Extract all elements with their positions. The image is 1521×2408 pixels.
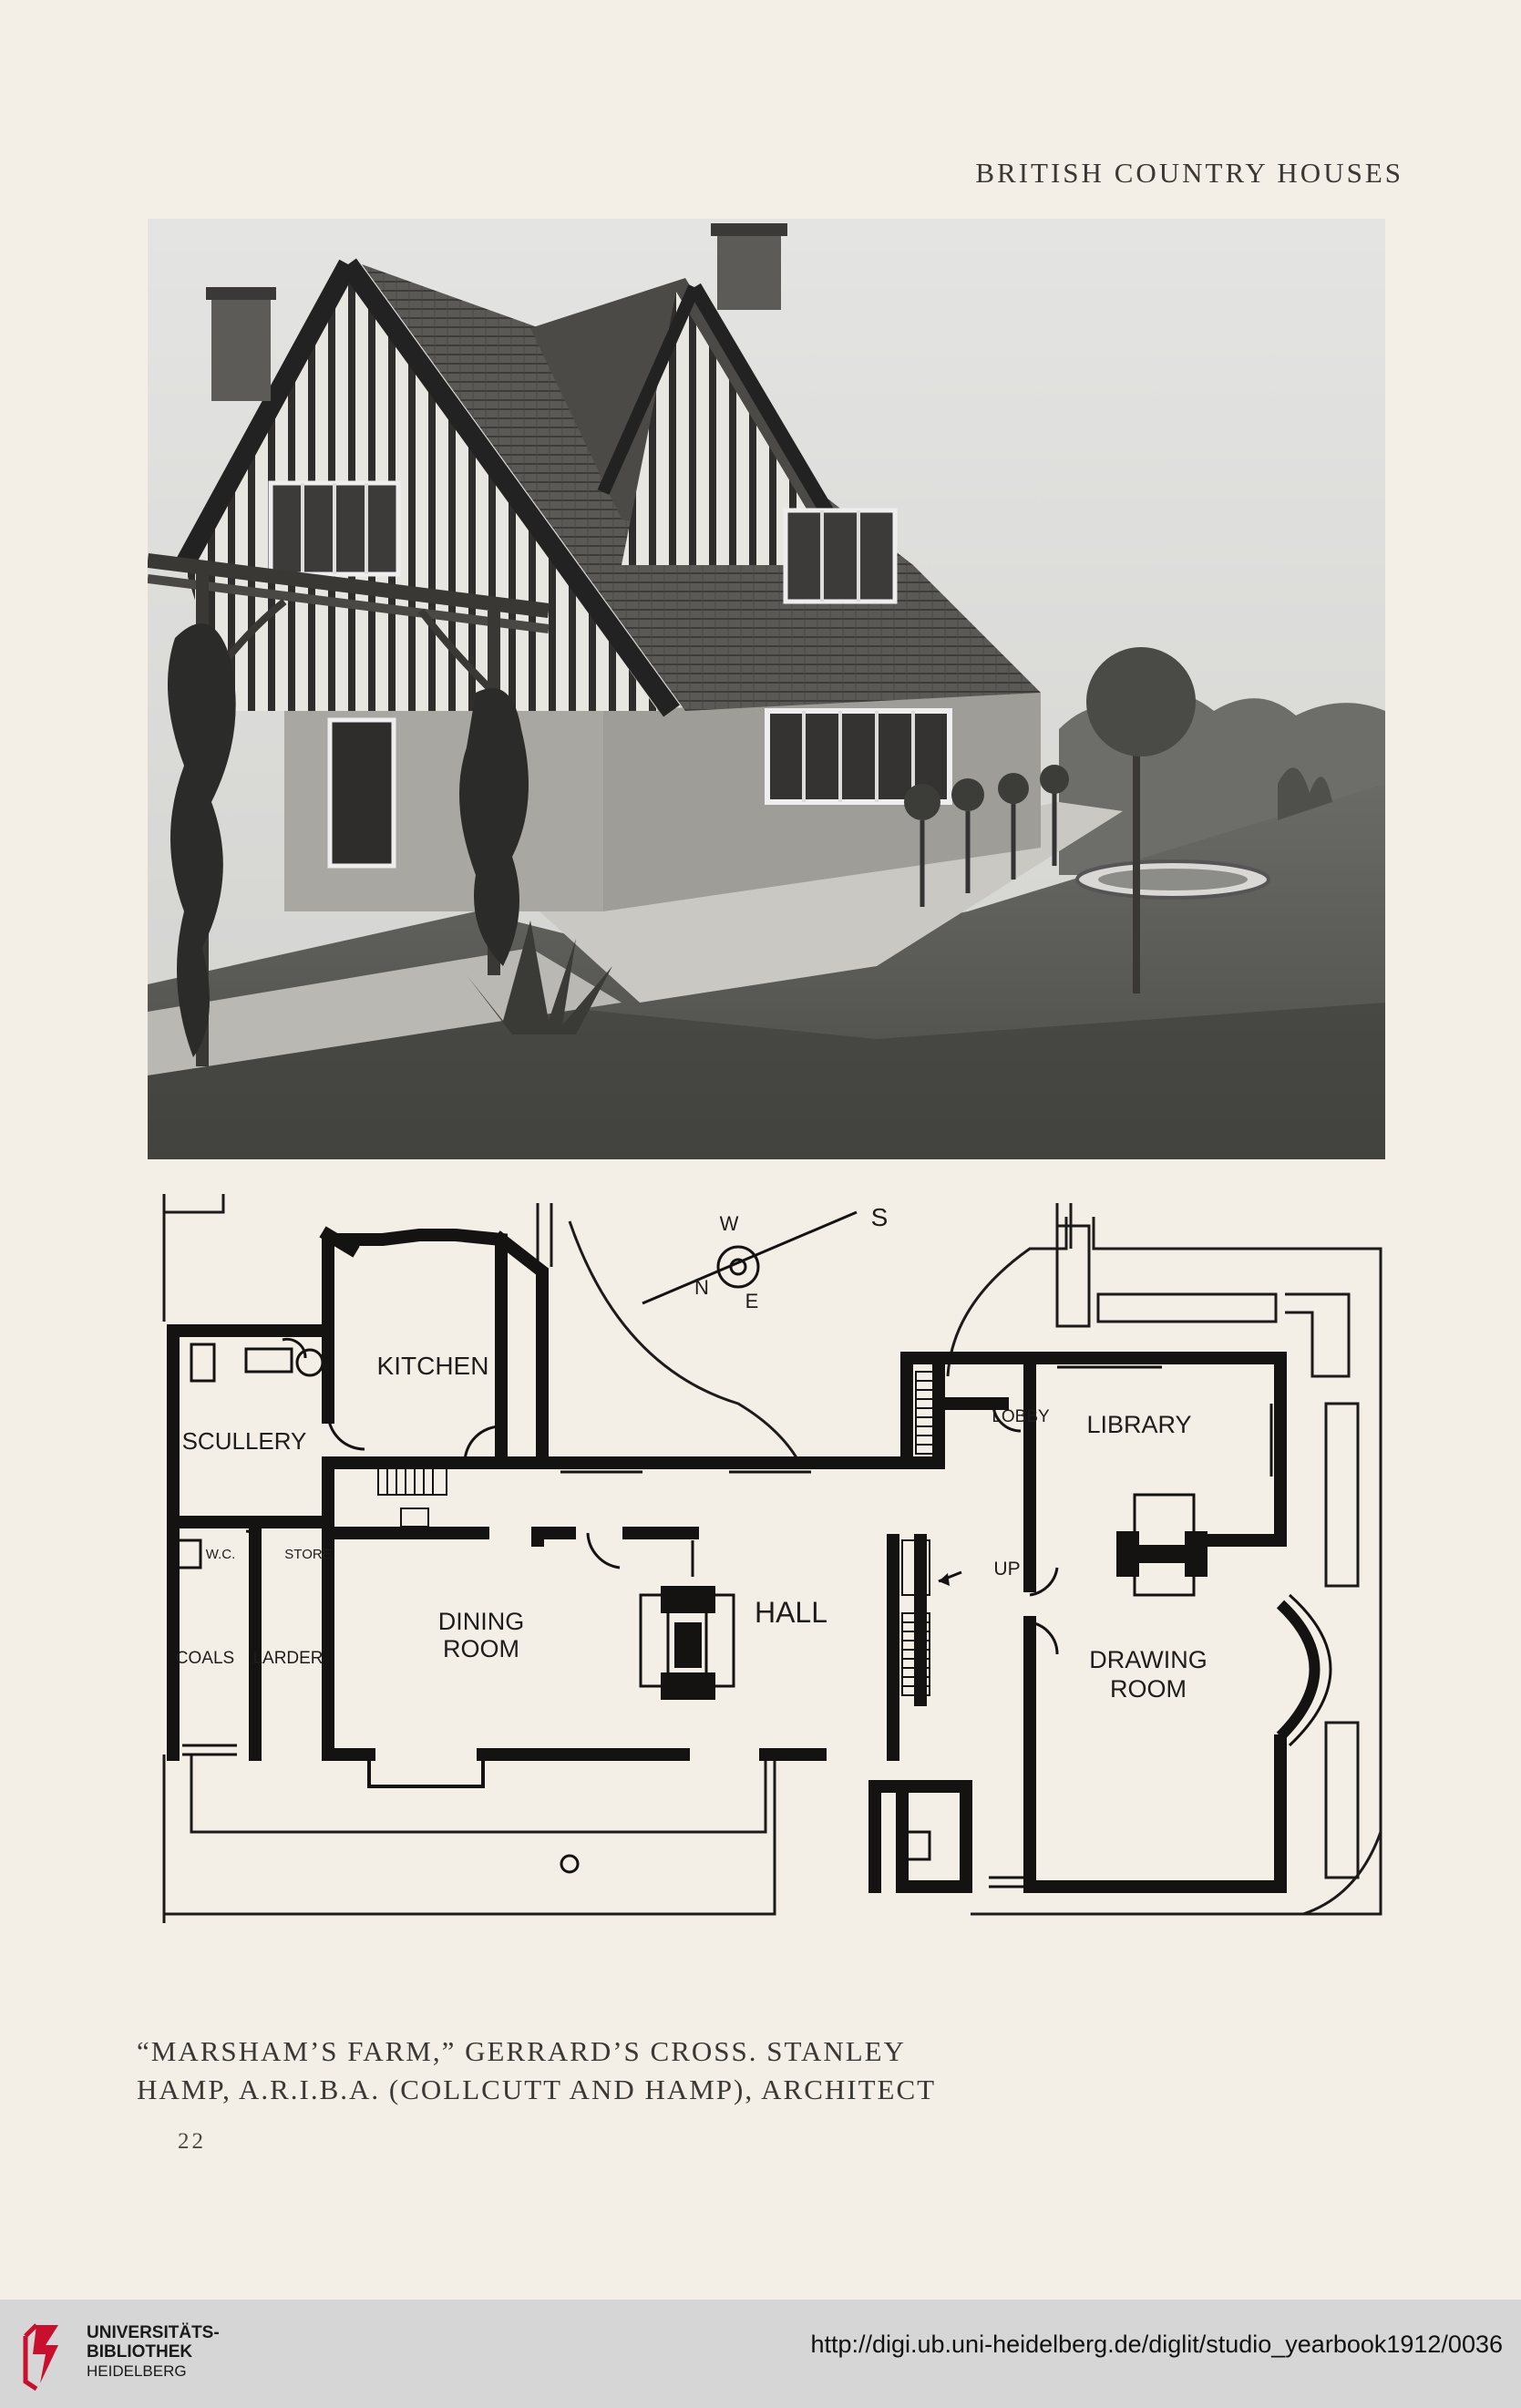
page-number: 22 (178, 2129, 206, 2154)
label-dining-1: DINING (438, 1608, 525, 1635)
compass-east: E (745, 1290, 759, 1312)
source-url-link[interactable]: http://digi.ub.uni-heidelberg.de/diglit/… (810, 2331, 1503, 2358)
label-drawing-2: ROOM (1110, 1675, 1187, 1703)
caption-line-1: “MARSHAM’S FARM,” GERRARD’S CROSS. STANL… (137, 2035, 906, 2067)
library-name: UNIVERSITÄTS- BIBLIOTHEK HEIDELBERG (87, 2323, 220, 2381)
compass-west: W (720, 1212, 739, 1235)
compass-north: N (694, 1276, 709, 1299)
caption: “MARSHAM’S FARM,” GERRARD’S CROSS. STANL… (137, 2032, 1012, 2109)
library-logo-icon (18, 2318, 77, 2395)
library-name-line-1: UNIVERSITÄTS- (87, 2323, 220, 2342)
label-wc: W.C. (206, 1547, 236, 1562)
label-dining-2: ROOM (443, 1635, 519, 1662)
house-photograph (148, 219, 1385, 1159)
label-library: LIBRARY (1086, 1411, 1191, 1438)
label-larder: LARDER (252, 1649, 323, 1668)
label-up: UP (993, 1559, 1020, 1580)
library-name-line-3: HEIDELBERG (87, 2362, 187, 2380)
label-coals: COALS (176, 1649, 234, 1668)
label-hall: HALL (755, 1596, 827, 1629)
label-store: STORE (284, 1547, 331, 1562)
footer-bar: UNIVERSITÄTS- BIBLIOTHEK HEIDELBERG http… (0, 2300, 1521, 2408)
label-lobby: LOBBY (992, 1407, 1050, 1426)
label-drawing-1: DRAWING (1089, 1646, 1208, 1673)
compass-south: S (871, 1203, 889, 1231)
running-header: BRITISH COUNTRY HOUSES (975, 157, 1403, 189)
label-scullery: SCULLERY (182, 1427, 307, 1455)
caption-line-2: HAMP, A.R.I.B.A. (COLLCUTT AND HAMP), AR… (137, 2074, 937, 2105)
label-kitchen: KITCHEN (377, 1352, 489, 1380)
ground-floor-plan: S W N E KITCHEN SCULLERY W.C. STORE COAL… (146, 1194, 1390, 1923)
library-name-line-2: BIBLIOTHEK (87, 2342, 193, 2362)
